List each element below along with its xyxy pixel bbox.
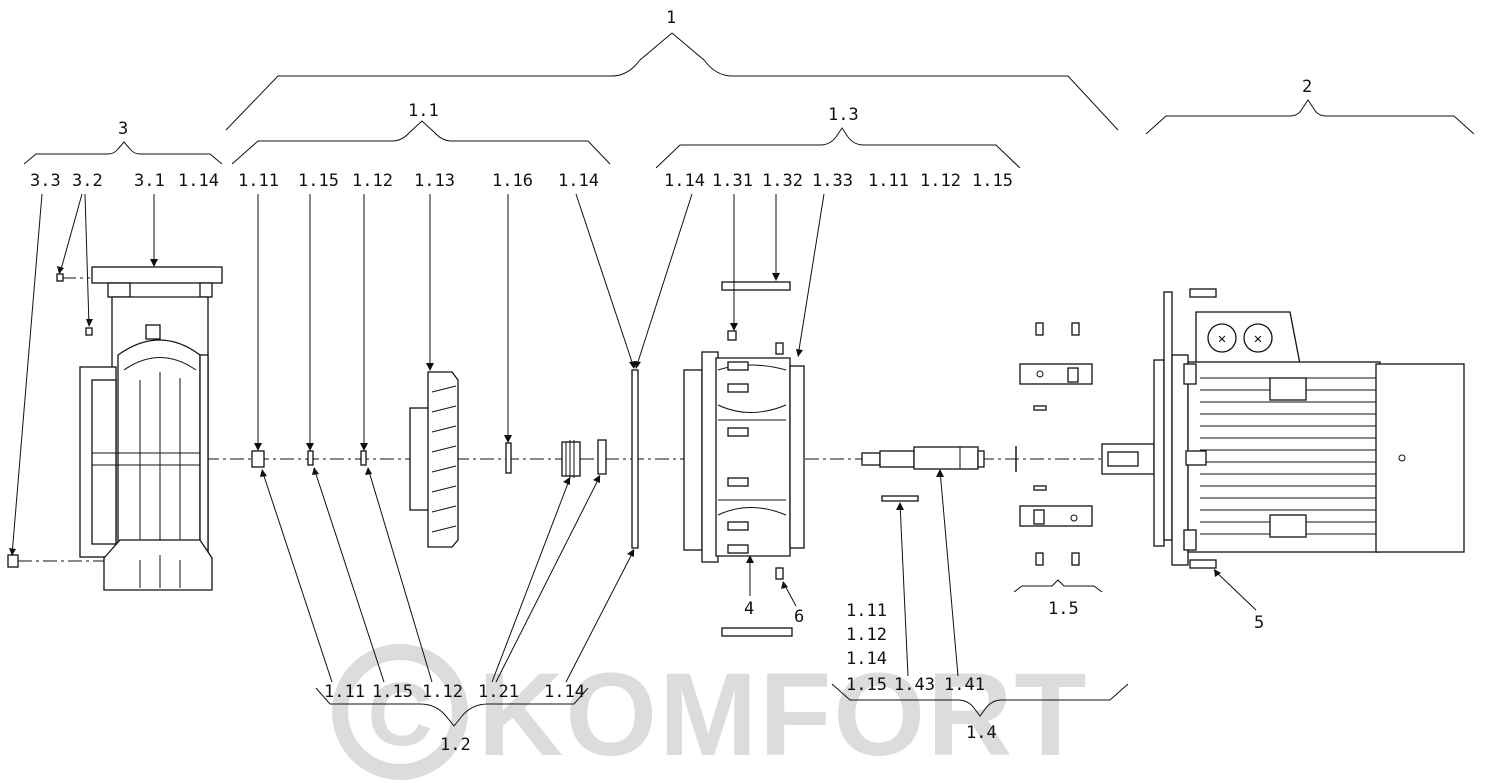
brace-group-1-2 bbox=[315, 687, 589, 727]
key-1-43 bbox=[881, 495, 919, 502]
top-labels: 3.3 3.2 3.1 1.14 1.11 1.15 1.12 1.13 1.1… bbox=[30, 171, 1013, 191]
label-1-12-b: 1.12 bbox=[920, 171, 961, 191]
label-1-14-c: 1.14 bbox=[664, 171, 705, 191]
leader-lines bbox=[11, 193, 1257, 683]
label-1-16: 1.16 bbox=[492, 171, 533, 191]
copyright-circle-icon bbox=[332, 644, 468, 780]
label-1-14-a: 1.14 bbox=[178, 171, 219, 191]
stack-label-1-15: 1.15 bbox=[846, 675, 887, 695]
plug-3-2-top bbox=[56, 273, 64, 282]
bolt-5 bbox=[1189, 559, 1217, 569]
label-3-1: 3.1 bbox=[134, 171, 165, 191]
bottom-label-1-43: 1.43 bbox=[894, 675, 935, 695]
group-braces bbox=[23, 32, 1475, 727]
label-1-13: 1.13 bbox=[414, 171, 455, 191]
label-1-33: 1.33 bbox=[812, 171, 853, 191]
label-3-2: 3.2 bbox=[72, 171, 103, 191]
label-1-15-b: 1.15 bbox=[972, 171, 1013, 191]
number-label-4: 4 bbox=[744, 599, 754, 619]
label-1-11: 1.11 bbox=[238, 171, 279, 191]
cover-1-32 bbox=[721, 281, 791, 291]
plug-3-3 bbox=[7, 554, 19, 568]
plug-6-top bbox=[775, 342, 784, 355]
watermark: C KOMFORT bbox=[332, 644, 1088, 781]
group-label-1-1: 1.1 bbox=[408, 101, 439, 121]
bottom-label-1-14: 1.14 bbox=[544, 682, 585, 702]
brace-group-1 bbox=[225, 32, 1119, 131]
brace-group-3 bbox=[23, 141, 223, 165]
number-label-5: 5 bbox=[1254, 613, 1264, 633]
brace-group-2 bbox=[1145, 99, 1475, 135]
screw-icon: ✕ bbox=[1218, 331, 1226, 347]
label-1-11-b: 1.11 bbox=[868, 171, 909, 191]
label-1-32: 1.32 bbox=[762, 171, 803, 191]
vent-1-31 bbox=[727, 330, 737, 341]
bottom-labels: 1.11 1.15 1.12 1.21 1.14 1.11 1.12 1.14 … bbox=[324, 599, 1264, 702]
group-label-1-5: 1.5 bbox=[1048, 599, 1079, 619]
washer-1-15 bbox=[307, 450, 314, 466]
motor-2: ✕ ✕ bbox=[1101, 291, 1465, 566]
stack-label-1-11: 1.11 bbox=[846, 601, 887, 621]
number-label-6: 6 bbox=[794, 607, 804, 627]
bottom-label-1-21: 1.21 bbox=[478, 682, 519, 702]
group-label-1-4: 1.4 bbox=[966, 723, 997, 743]
impeller-1-13 bbox=[409, 371, 459, 548]
label-1-31: 1.31 bbox=[712, 171, 753, 191]
shaft-1-4 bbox=[861, 446, 985, 470]
group-label-3: 3 bbox=[118, 119, 128, 139]
gasket-1-14 bbox=[631, 369, 639, 549]
motor-mount-1-5 bbox=[1019, 322, 1093, 566]
label-1-14-b: 1.14 bbox=[558, 171, 599, 191]
bottom-label-1-15: 1.15 bbox=[372, 682, 413, 702]
bottom-label-1-11: 1.11 bbox=[324, 682, 365, 702]
group-label-1-2: 1.2 bbox=[440, 735, 471, 755]
watermark-text: KOMFORT bbox=[478, 649, 1088, 781]
mechanical-seal-1-21 bbox=[561, 439, 607, 478]
bottom-label-1-41: 1.41 bbox=[944, 675, 985, 695]
impeller-nut-1-11 bbox=[251, 450, 265, 468]
label-1-15: 1.15 bbox=[298, 171, 339, 191]
bolts-4 bbox=[727, 361, 749, 554]
cover-plate-bottom bbox=[721, 627, 793, 637]
stack-label-1-14: 1.14 bbox=[846, 649, 887, 669]
group-label-2: 2 bbox=[1302, 77, 1312, 97]
bolt-5-top bbox=[1189, 288, 1217, 298]
plug-6 bbox=[775, 567, 784, 580]
lantern-1-3 bbox=[683, 351, 805, 563]
group-label-1: 1 bbox=[666, 8, 676, 28]
arrowheads bbox=[9, 259, 1221, 589]
stack-label-1-12: 1.12 bbox=[846, 625, 887, 645]
group-label-1-3: 1.3 bbox=[828, 105, 859, 125]
brace-group-1-1 bbox=[231, 120, 611, 165]
screw-icon: ✕ bbox=[1254, 331, 1262, 347]
brace-group-1-3 bbox=[655, 127, 1021, 169]
bottom-label-1-12: 1.12 bbox=[422, 682, 463, 702]
label-1-12: 1.12 bbox=[352, 171, 393, 191]
pump-housing bbox=[79, 266, 223, 591]
brace-group-1-5 bbox=[1013, 579, 1103, 593]
brace-group-1-4 bbox=[831, 683, 1129, 717]
plug-3-2-side bbox=[85, 327, 93, 336]
copyright-c-glyph: C bbox=[368, 665, 433, 765]
label-3-3: 3.3 bbox=[30, 171, 61, 191]
spacer-1-16 bbox=[505, 442, 512, 474]
key-1-12 bbox=[360, 450, 367, 466]
